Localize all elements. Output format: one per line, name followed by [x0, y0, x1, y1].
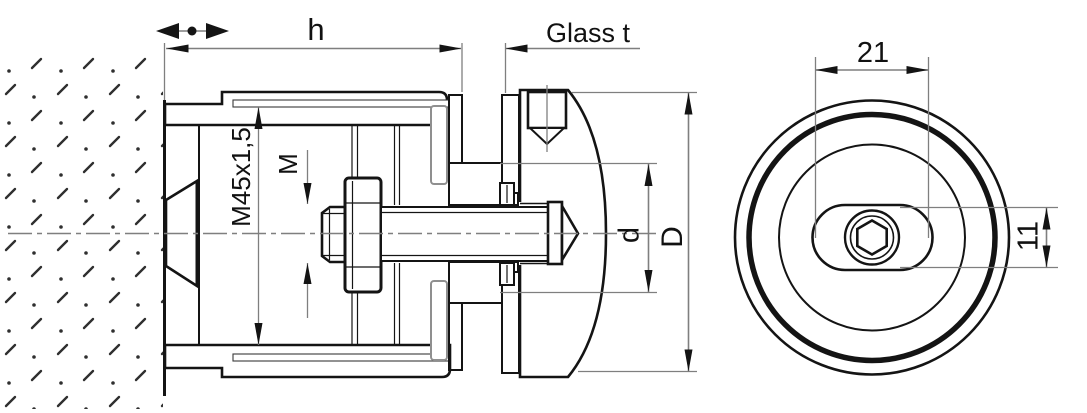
- dimension-thread-m45: M45x1,5: [226, 107, 263, 345]
- disc-outer-circle: [733, 99, 1011, 376]
- bolt-assembly: [320, 176, 580, 294]
- disc-inner-circle: [778, 143, 966, 332]
- dim-21-label: 21: [857, 37, 889, 69]
- arrow-right: [439, 44, 462, 53]
- dimension-outer-d: D: [572, 91, 697, 373]
- bore-step-lines: [393, 125, 401, 345]
- dim-h-label: h: [307, 12, 324, 47]
- gasket-bottom-left: [448, 302, 463, 371]
- thread-strip-top: [232, 99, 450, 108]
- arrow-down: [684, 349, 693, 372]
- glass-gaskets: [448, 94, 520, 374]
- section-view: h Glass t M45x1,5 M: [3, 12, 697, 409]
- dimension-slot-height-11: 11: [900, 206, 1058, 269]
- arrow-down: [644, 270, 653, 292]
- dimension-h: h: [163, 12, 463, 100]
- arrow-right: [906, 66, 929, 74]
- adjust-arrow-right: [206, 23, 229, 39]
- dim-thread-label: M45x1,5: [226, 127, 256, 227]
- bore-step-lines-2: [351, 125, 359, 345]
- adjust-arrow-left: [156, 23, 179, 39]
- screw-head-inner-circle: [849, 215, 895, 260]
- bolt-head-chamfer-lines: [322, 209, 346, 260]
- gasket-top-left: [448, 94, 463, 164]
- dim-11-label: 11: [1013, 221, 1045, 251]
- arrow-down: [254, 323, 263, 345]
- arrow-up: [254, 107, 263, 129]
- arrow-down: [1042, 245, 1051, 268]
- adjustability-arrow-icon: [156, 23, 229, 39]
- arrow-up: [644, 164, 653, 186]
- hex-socket: [855, 218, 889, 257]
- thread-strip-bottom: [232, 353, 450, 362]
- front-view: 21 11: [733, 37, 1058, 376]
- arrow-down: [303, 183, 312, 204]
- thread-lines: [381, 211, 548, 257]
- arrow-left: [166, 44, 189, 53]
- dim-outer-d-label: D: [656, 226, 689, 248]
- dimension-d: d: [500, 162, 657, 294]
- nut-chamfer-lines: [345, 181, 381, 289]
- dim-glass-t-label: Glass t: [546, 18, 631, 48]
- dimension-m: M: [273, 150, 312, 318]
- washer-top: [430, 105, 448, 185]
- arrow-up: [303, 263, 312, 284]
- dim-d-label: d: [614, 227, 646, 243]
- arrow-up: [684, 92, 693, 115]
- arrow-left: [505, 44, 528, 53]
- arrow-left: [815, 66, 838, 74]
- arrow-up: [1042, 207, 1051, 230]
- disc-gasket-ring: [746, 111, 998, 364]
- dim-m-label: M: [273, 153, 303, 175]
- adjust-dot: [187, 26, 197, 36]
- washer-bottom: [430, 280, 448, 361]
- dimension-glass-t: Glass t: [504, 18, 640, 93]
- hex-nut: [343, 176, 383, 294]
- bolt-head: [320, 205, 348, 264]
